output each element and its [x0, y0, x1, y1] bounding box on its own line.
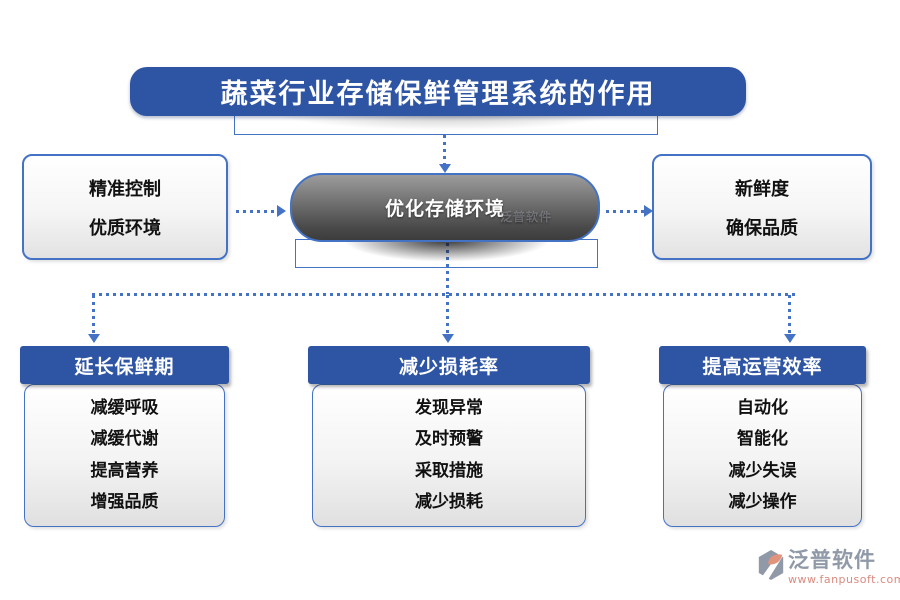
dotted-connector-left-to-center — [236, 210, 278, 213]
group-body-loss-reduction: 发现异常 及时预警 采取措施 减少损耗 — [312, 384, 586, 527]
group-item: 采取措施 — [415, 460, 483, 481]
dotted-connector-title-to-center — [443, 135, 446, 165]
arrow-right-icon — [644, 205, 653, 217]
group-item: 增强品质 — [90, 491, 159, 512]
group-body-efficiency: 自动化 智能化 减少失误 减少操作 — [663, 384, 862, 527]
group-item: 智能化 — [737, 429, 788, 450]
page-title: 蔬菜行业存储保鲜管理系统的作用 — [130, 67, 746, 116]
group-header-text: 提高运营效率 — [702, 355, 823, 378]
fanpu-logo: 泛普软件 www.fanpusoft.com — [756, 548, 900, 586]
dotted-connector-drop-right — [788, 295, 791, 335]
left-factor-line2: 优质环境 — [89, 217, 161, 239]
arrow-down-icon — [784, 334, 796, 343]
group-header-preservation: 延长保鲜期 — [20, 346, 229, 384]
arrow-down-icon — [88, 334, 100, 343]
group-item: 发现异常 — [415, 398, 483, 419]
dotted-connector-center-down — [446, 243, 449, 294]
arrow-right-icon — [277, 205, 286, 217]
arrow-down-icon — [442, 334, 454, 343]
page-title-text: 蔬菜行业存储保鲜管理系统的作用 — [220, 79, 656, 110]
center-node-label: 优化存储环境 — [384, 198, 505, 220]
dotted-connector-center-to-right — [606, 210, 646, 213]
fanpu-logo-url: www.fanpusoft.com — [788, 573, 900, 587]
group-header-efficiency: 提高运营效率 — [659, 346, 866, 384]
right-result-line2: 确保品质 — [726, 217, 798, 239]
group-header-loss-reduction: 减少损耗率 — [308, 346, 590, 384]
left-factor-line1: 精准控制 — [89, 178, 161, 200]
group-item: 减缓呼吸 — [90, 398, 159, 419]
watermark-text: 泛普软件 — [500, 210, 553, 224]
center-reflection-box — [295, 239, 598, 268]
left-factor-box: 精准控制 优质环境 — [22, 154, 228, 260]
right-result-line1: 新鲜度 — [735, 178, 789, 200]
group-item: 减缓代谢 — [90, 429, 159, 450]
group-item: 减少损耗 — [415, 491, 483, 512]
group-item: 减少失误 — [728, 460, 797, 481]
fanpu-logo-icon — [756, 549, 786, 581]
group-item: 提高营养 — [90, 460, 159, 481]
group-body-preservation: 减缓呼吸 减缓代谢 提高营养 增强品质 — [24, 384, 225, 527]
arrow-down-icon — [439, 164, 451, 173]
group-item: 及时预警 — [415, 429, 483, 450]
group-header-text: 延长保鲜期 — [74, 355, 175, 378]
group-item: 减少操作 — [728, 491, 797, 512]
group-item: 自动化 — [737, 398, 788, 419]
dotted-connector-horizontal — [92, 293, 795, 296]
center-node: 优化存储环境 泛普软件 — [290, 173, 600, 242]
dotted-connector-drop-left — [92, 295, 95, 335]
dotted-connector-drop-middle — [446, 295, 449, 335]
fanpu-logo-name: 泛普软件 — [788, 548, 876, 572]
group-header-text: 减少损耗率 — [398, 355, 499, 378]
right-result-box: 新鲜度 确保品质 — [652, 154, 872, 260]
